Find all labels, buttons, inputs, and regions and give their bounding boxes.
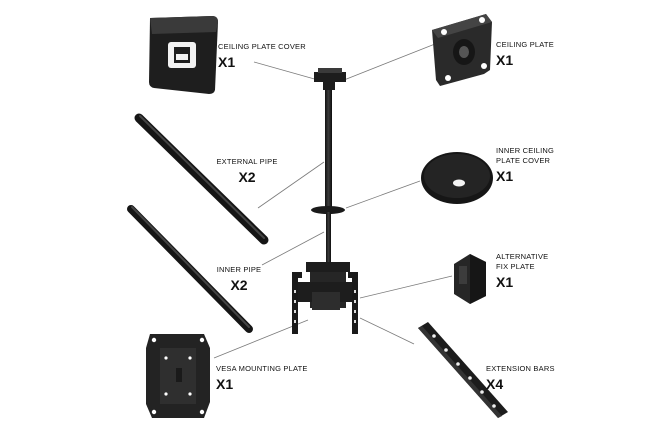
leader-line-alternative-fix-plate <box>359 275 453 299</box>
ceiling-plate-cover-image <box>149 16 218 94</box>
assembled-mount-image <box>292 68 358 334</box>
part-name: EXTENSION BARS <box>486 364 555 373</box>
leader-line-inner-ceiling-plate-cover <box>345 180 421 209</box>
label-alternative-fix-plate: ALTERNATIVE FIX PLATE x1 <box>496 252 548 290</box>
part-name: INNER PIPE <box>216 265 262 274</box>
part-name: VESA MOUNTING PLATE <box>216 364 308 373</box>
label-extension-bars: EXTENSION BARS x4 <box>486 364 555 392</box>
part-name: CEILING PLATE COVER <box>218 42 306 51</box>
part-quantity: x2 <box>230 277 248 293</box>
vesa-mounting-plate-image <box>146 334 210 418</box>
inner-pipe-image <box>127 205 253 333</box>
part-quantity: x1 <box>216 376 234 392</box>
leader-line-inner-pipe <box>261 231 325 266</box>
part-name: INNER CEILING PLATE COVER <box>496 146 555 165</box>
leader-line-ceiling-plate-cover <box>253 61 319 81</box>
label-ceiling-plate-cover: CEILING PLATE COVER x1 <box>218 42 306 70</box>
leader-line-ceiling-plate <box>343 43 436 81</box>
part-name: EXTERNAL PIPE <box>216 157 278 166</box>
leader-lines <box>213 43 453 359</box>
extension-bars-image <box>418 322 508 418</box>
part-quantity: x1 <box>496 274 514 290</box>
part-name: CEILING PLATE <box>496 40 554 49</box>
ceiling-plate-image <box>432 14 492 86</box>
leader-line-extension-bars <box>359 317 415 345</box>
label-ceiling-plate: CEILING PLATE x1 <box>496 40 554 68</box>
label-external-pipe: EXTERNAL PIPE x2 <box>212 157 282 185</box>
part-quantity: x4 <box>486 376 504 392</box>
label-inner-pipe: INNER PIPE x2 <box>206 265 272 293</box>
leader-line-external-pipe <box>257 161 325 209</box>
part-quantity: x1 <box>496 168 514 184</box>
external-pipe-image <box>134 113 269 245</box>
part-name: ALTERNATIVE FIX PLATE <box>496 252 549 271</box>
label-inner-ceiling-plate-cover: INNER CEILING PLATE COVER x1 <box>496 146 554 184</box>
part-quantity: x1 <box>496 52 514 68</box>
part-quantity: x1 <box>218 54 236 70</box>
part-quantity: x2 <box>238 169 256 185</box>
label-vesa-mounting-plate: VESA MOUNTING PLATE x1 <box>216 364 308 392</box>
alternative-fix-plate-image <box>454 254 486 304</box>
inner-ceiling-plate-cover-image <box>421 152 493 204</box>
